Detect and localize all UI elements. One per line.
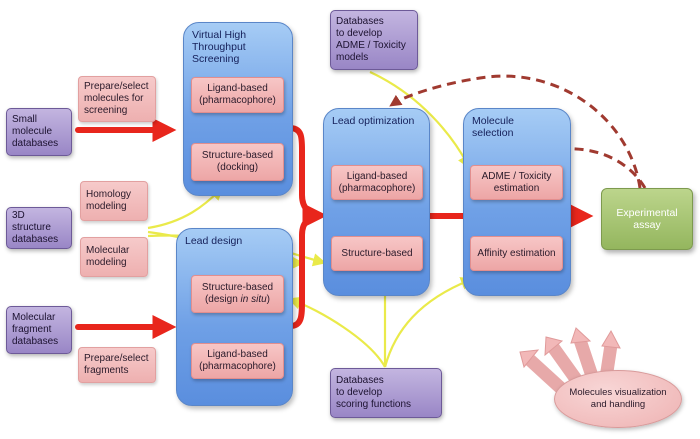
admet-databases: Databases to develop ADME / Toxicity mod… [330, 10, 418, 70]
molecules-visualization-ellipse: Molecules visualization and handling [554, 370, 682, 428]
feedback-arrows [389, 74, 647, 189]
admet-estimation-box: ADME / Toxicity estimation [470, 165, 563, 200]
affinity-estimation-box: Affinity estimation [470, 236, 563, 271]
vhts-title: Virtual High Throughput Screening [192, 29, 247, 65]
molecular-modeling-box: Molecular modeling [80, 237, 148, 277]
lead-design-structure-close: ) [266, 294, 271, 305]
lead-design-structure-box: Structure-based (design in situ) [191, 275, 284, 313]
structure-databases-3d: 3D structure databases [6, 207, 72, 249]
lead-design-structure-text: Structure-based (design [201, 282, 274, 305]
molecular-fragment-databases: Molecular fragment databases [6, 306, 72, 354]
experimental-assay-box: Experimental assay [601, 188, 693, 250]
vhts-ligand-box: Ligand-based (pharmacophore) [191, 77, 284, 113]
scoring-databases: Databases to develop scoring functions [330, 368, 442, 418]
vhts-structure-box: Structure-based (docking) [191, 143, 284, 181]
prepare-fragments-box: Prepare/select fragments [78, 347, 156, 383]
lead-opt-ligand-box: Ligand-based (pharmacophore) [331, 165, 423, 200]
lead-design-panel: Lead design [176, 228, 293, 406]
lead-design-ligand-box: Ligand-based (pharmacophore) [191, 343, 284, 379]
small-molecule-databases: Small molecule databases [6, 108, 72, 156]
lead-opt-structure-box: Structure-based [331, 236, 423, 271]
lead-design-structure-italic: in situ [240, 294, 267, 305]
lead-optimization-title: Lead optimization [332, 115, 415, 127]
homology-modeling-box: Homology modeling [80, 181, 148, 221]
molecule-selection-title: Molecule selection [472, 115, 515, 139]
lead-design-title: Lead design [185, 235, 243, 247]
prepare-molecules-box: Prepare/select molecules for screening [78, 76, 156, 122]
